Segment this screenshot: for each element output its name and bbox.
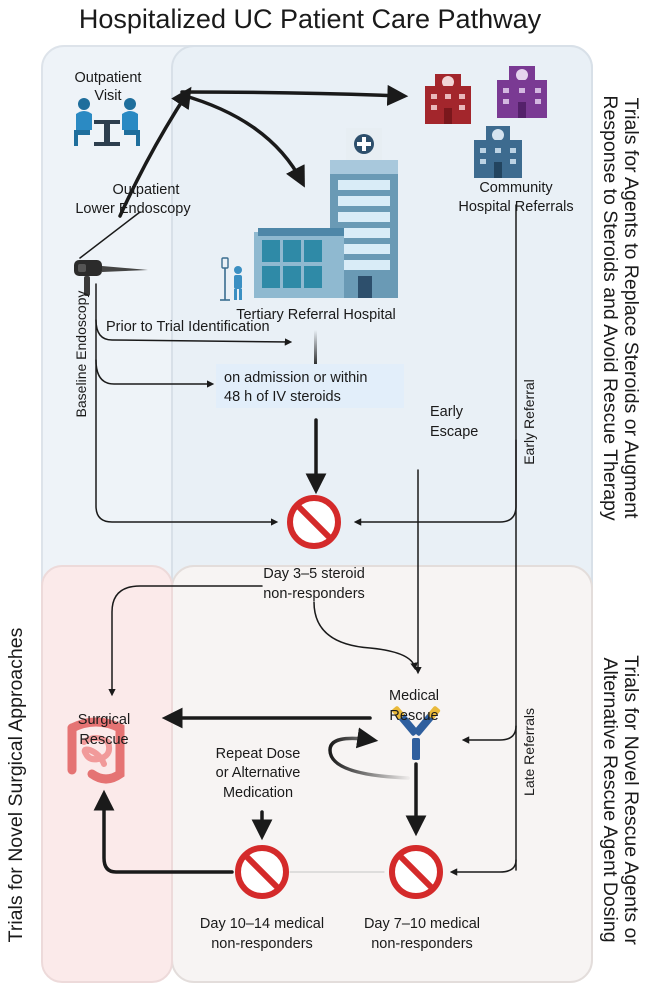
day7-10-label: Day 7–10 medical xyxy=(364,916,480,932)
doctor-patient-consultation-icon xyxy=(74,98,140,146)
arrow-day3-to-surgical xyxy=(108,585,263,697)
patient-iv-drip-icon xyxy=(220,257,242,301)
outpatient-visit-label: Outpatient xyxy=(75,70,142,86)
arrow-endoscopy-to-visit xyxy=(118,86,192,218)
side-label-rescue-trials: Trials for Novel Rescue Agents or xyxy=(620,655,642,945)
community-referrals-label: Community xyxy=(479,180,553,196)
early-referral-label: Early Referral xyxy=(521,379,537,465)
line-endoscopy-label xyxy=(79,211,141,259)
prohibition-icon-day7 xyxy=(389,845,443,899)
repeat-dose-label-3: Medication xyxy=(223,785,293,801)
surgical-rescue-label: Surgical xyxy=(78,712,130,728)
repeat-dose-label-2: or Alternative xyxy=(216,765,301,781)
arrow-late-to-antibody xyxy=(461,725,517,744)
arrow-late-to-day7 xyxy=(449,859,517,876)
side-label-rescue-trials-2: Alternative Rescue Agent Dosing xyxy=(599,657,621,942)
early-escape-label: Early xyxy=(430,404,464,420)
panel-surgical-trials xyxy=(41,565,173,983)
on-admission-label-2: 48 h of IV steroids xyxy=(224,389,341,405)
medical-rescue-label: Medical xyxy=(389,688,439,704)
community-hospital-icon xyxy=(425,66,547,178)
line-baseline-trunk xyxy=(95,283,279,526)
on-admission-box xyxy=(216,364,404,408)
arrow-prior-trial xyxy=(95,319,293,346)
side-label-surgical-trials: Trials for Novel Surgical Approaches xyxy=(5,627,27,942)
early-escape-label-2: Escape xyxy=(430,424,478,440)
repeat-dose-label: Repeat Dose xyxy=(216,746,301,762)
fade-line-hospital xyxy=(314,330,317,368)
day3-5-label: Day 3–5 steroid xyxy=(263,566,365,582)
day10-14-label: Day 10–14 medical xyxy=(200,916,324,932)
arrow-on-admission xyxy=(95,359,215,388)
community-referrals-label-2: Hospital Referrals xyxy=(458,199,573,215)
tertiary-hospital-label: Tertiary Referral Hospital xyxy=(236,307,396,323)
on-admission-label: on admission or within xyxy=(224,370,367,386)
antibody-icon xyxy=(391,706,441,760)
side-label-steroid-trials-2: Response to Steroids and Avoid Rescue Th… xyxy=(599,95,621,521)
endoscope-icon xyxy=(74,260,148,296)
surgical-rescue-label-2: Rescue xyxy=(79,732,128,748)
arrow-visit-to-community xyxy=(180,84,409,106)
arrow-repeat-loop xyxy=(328,727,410,780)
outpatient-visit-label-2: Visit xyxy=(94,88,121,104)
arrow-day10-to-surgical xyxy=(93,789,234,874)
arrow-visit-to-hospital xyxy=(180,93,305,188)
day3-5-label-2: non-responders xyxy=(263,586,365,602)
outpatient-endoscopy-label-2: Lower Endoscopy xyxy=(75,201,191,217)
side-label-steroid-trials: Trials for Agents to Replace Steroids or… xyxy=(620,98,642,519)
day7-10-label-2: non-responders xyxy=(371,936,473,952)
baseline-endoscopy-label: Baseline Endoscopy xyxy=(73,291,89,418)
prior-trial-label: Prior to Trial Identification xyxy=(106,319,270,335)
day10-14-label-2: non-responders xyxy=(211,936,313,952)
prohibition-icon-day3 xyxy=(287,495,341,549)
tertiary-hospital-building-icon xyxy=(254,128,398,298)
page-title: Hospitalized UC Patient Care Pathway xyxy=(79,4,542,34)
prohibition-icon-day10 xyxy=(235,845,289,899)
intestine-icon xyxy=(67,717,125,784)
arrow-day3-to-medical xyxy=(313,601,418,671)
late-referrals-label: Late Referrals xyxy=(521,708,537,796)
outpatient-endoscopy-label: Outpatient xyxy=(113,182,180,198)
medical-rescue-label-2: Rescue xyxy=(389,708,438,724)
